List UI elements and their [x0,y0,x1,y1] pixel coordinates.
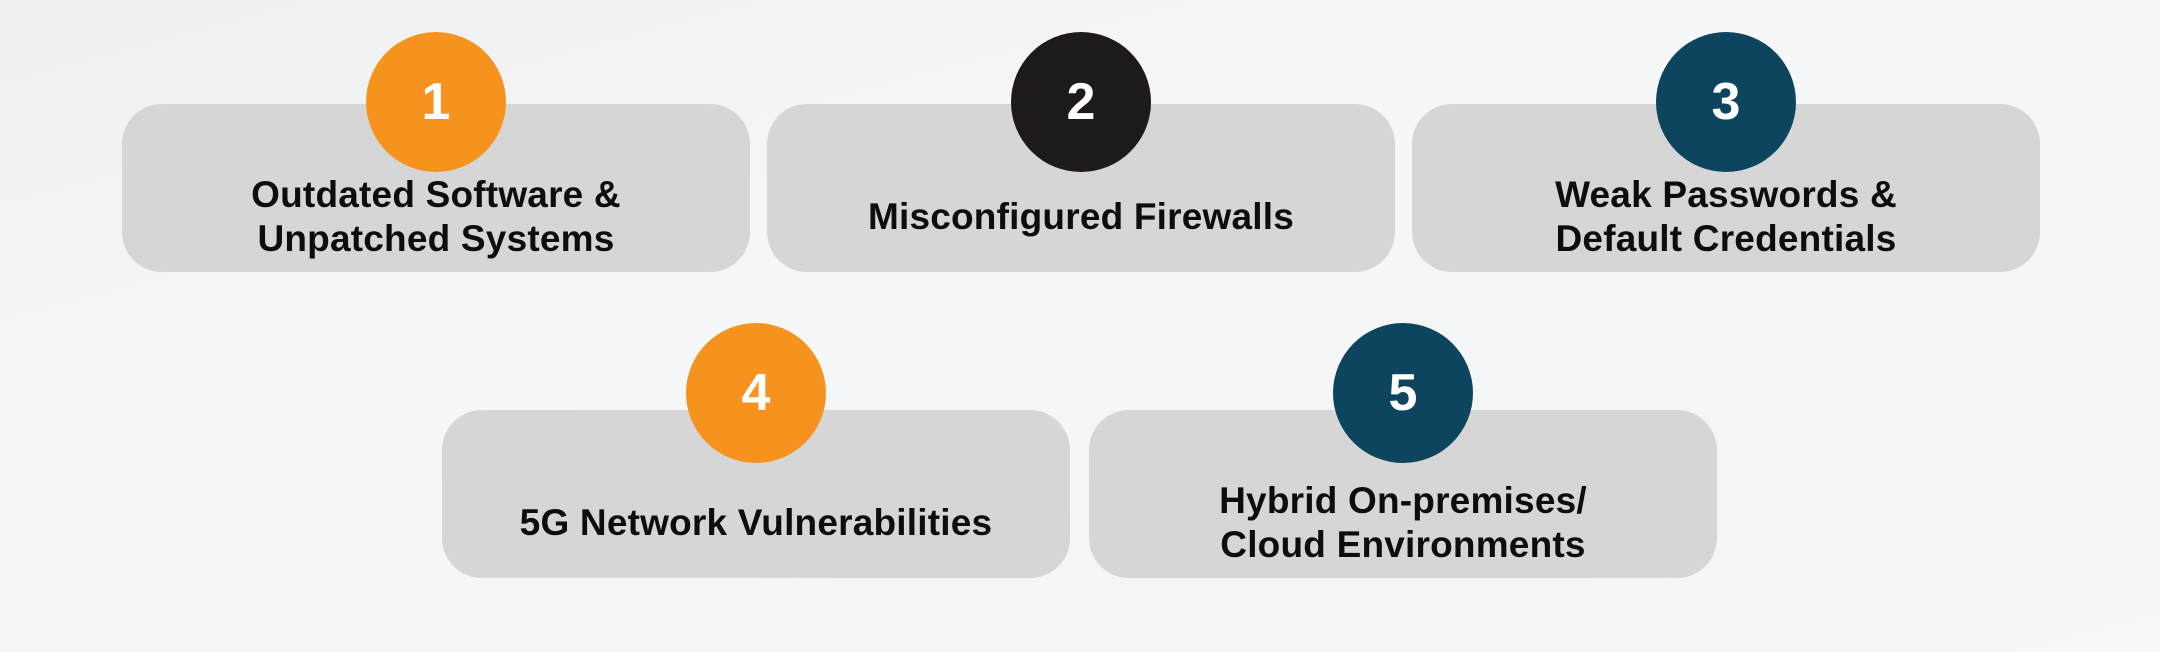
card-title-line: Default Credentials [1555,218,1897,259]
step-3-number: 3 [1711,73,1741,131]
step-4-number: 4 [741,364,771,422]
card-title-line: Cloud Environments [1220,524,1586,565]
step-5-number: 5 [1388,364,1418,422]
card-outdated-software: 1 Outdated Software & Unpatched Systems [122,32,750,272]
card-hybrid-environments: 5 Hybrid On-premises/ Cloud Environments [1089,323,1717,578]
card-title: Misconfigured Firewalls [868,195,1294,239]
step-2-number: 2 [1066,73,1096,131]
card-misconfigured-firewalls: 2 Misconfigured Firewalls [767,32,1395,272]
step-5-badge: 5 [1333,323,1473,463]
card-title: Hybrid On-premises/ Cloud Environments [1219,479,1587,567]
card-weak-passwords: 3 Weak Passwords & Default Credentials [1412,32,2040,272]
step-4-badge: 4 [686,323,826,463]
card-title-line: Hybrid On-premises/ [1219,480,1587,521]
card-title: 5G Network Vulnerabilities [520,501,993,545]
card-title: Weak Passwords & Default Credentials [1555,173,1897,261]
step-1-badge: 1 [366,32,506,172]
card-title: Outdated Software & Unpatched Systems [251,173,621,261]
card-title-line: Weak Passwords & [1555,174,1897,215]
card-title-line: Unpatched Systems [257,218,615,259]
step-3-badge: 3 [1656,32,1796,172]
card-5g-network: 4 5G Network Vulnerabilities [442,323,1070,578]
step-1-number: 1 [421,73,451,131]
card-title-line: Misconfigured Firewalls [867,196,1295,237]
card-title-line: 5G Network Vulnerabilities [519,502,993,543]
card-title-line: Outdated Software & [251,174,621,215]
step-2-badge: 2 [1011,32,1151,172]
